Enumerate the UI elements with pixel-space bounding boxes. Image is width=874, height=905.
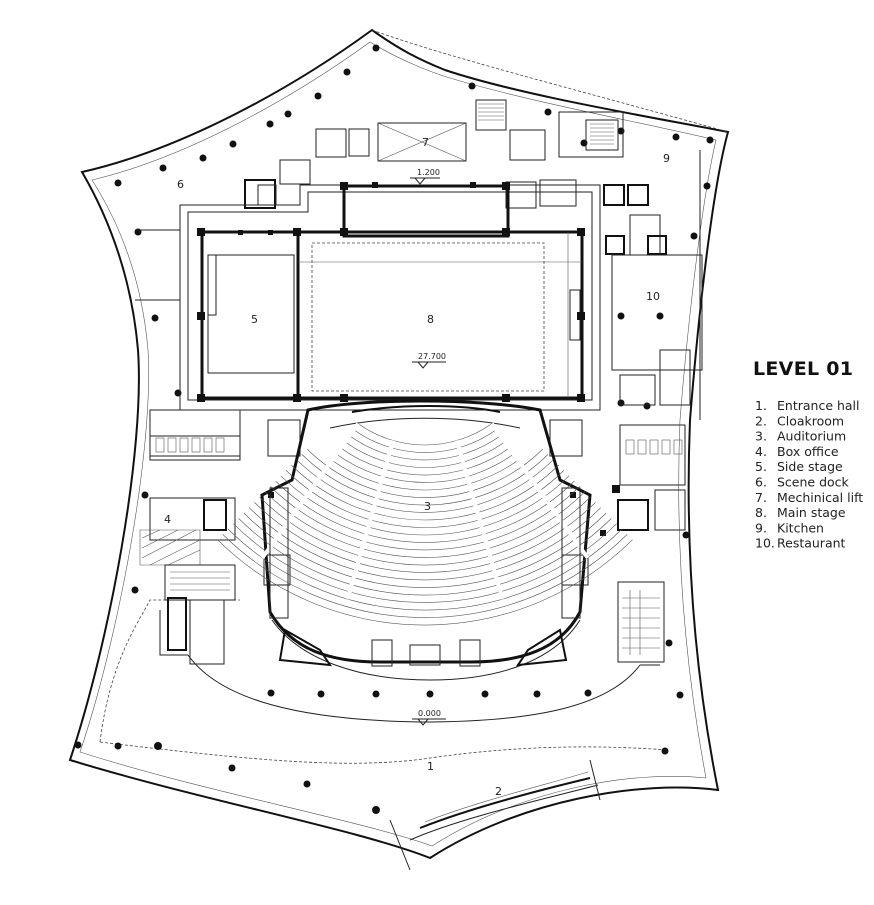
legend-item-label: Auditorium [777, 429, 846, 444]
seat-row [227, 528, 623, 611]
room-label-5: 5 [251, 313, 258, 326]
seat-row [353, 429, 497, 453]
legend-item-label: Scene dock [777, 475, 850, 490]
elevation-hall: 0.000 [418, 709, 441, 718]
seat-row [222, 534, 628, 618]
side-stage [200, 230, 300, 400]
seat-row [344, 441, 506, 468]
seating-rows [217, 422, 633, 626]
seat-row [301, 454, 549, 506]
room-label-6: 6 [177, 178, 184, 191]
legend-number: 5. [755, 459, 767, 474]
seat-row [275, 480, 575, 543]
legend-item-label: Kitchen [777, 520, 824, 535]
legend-item-label: Side stage [777, 459, 843, 474]
room-label-2: 2 [495, 785, 502, 798]
elevation-rear: 1.200 [417, 168, 440, 177]
aisle [454, 439, 505, 600]
aisle [345, 439, 396, 600]
seat-row [238, 518, 612, 596]
legend-number: 3. [755, 429, 767, 444]
seat-row [264, 491, 586, 558]
room-label-1: 1 [427, 760, 434, 773]
seat-row [349, 435, 501, 461]
legend-number: 2. [755, 413, 767, 428]
legend-item-label: Mechinical lift [777, 490, 863, 505]
seat-row [291, 464, 559, 521]
seat-row [217, 539, 633, 626]
legend-number: 1. [755, 398, 767, 413]
legend-item-label: Box office [777, 444, 839, 459]
structural-columns [197, 182, 620, 536]
aisle [490, 422, 590, 560]
main-stage [296, 184, 584, 400]
seat-row [254, 502, 596, 573]
seat-row [296, 459, 554, 513]
stage-corridors [135, 184, 601, 411]
legend-item-label: Cloakroom [777, 413, 844, 428]
building-envelope [68, 28, 730, 860]
legend: LEVEL 01 1. Entrance hall 2. Cloakroom 3. Aud… [753, 358, 863, 551]
legend-title: LEVEL 01 [753, 358, 853, 380]
seat-row [270, 486, 580, 551]
room-label-3: 3 [424, 500, 431, 513]
seat-row [280, 475, 570, 536]
elevation-stage: 27.700 [418, 352, 446, 361]
legend-item-label: Restaurant [777, 536, 846, 551]
seat-row [233, 523, 617, 603]
legend-number: 4. [755, 444, 767, 459]
left-service-zone [139, 409, 301, 665]
seat-row [336, 453, 514, 483]
legend-number: 10. [755, 536, 775, 551]
right-service-zone [549, 419, 686, 663]
foyer-columns [267, 689, 592, 698]
seat-row [248, 507, 602, 581]
legend-item-label: Entrance hall [777, 398, 860, 413]
legend-number: 7. [755, 490, 767, 505]
seat-row [340, 447, 510, 476]
elevation-markers [410, 177, 446, 726]
legend-number: 8. [755, 505, 767, 520]
auditorium [217, 399, 633, 681]
legend-number: 9. [755, 520, 767, 535]
room-label-10: 10 [646, 290, 660, 303]
cloakroom [389, 759, 601, 871]
room-label-9: 9 [663, 152, 670, 165]
seat-row [331, 459, 519, 491]
room-label-7: 7 [422, 136, 429, 149]
room-label-8: 8 [427, 313, 434, 326]
entrance-hall [159, 610, 660, 723]
room-label-4: 4 [164, 513, 171, 526]
legend-list: 1. Entrance hall 2. Cloakroom 3. Auditorium 4.… [755, 398, 863, 551]
legend-item-label: Main stage [777, 505, 846, 520]
legend-number: 6. [755, 475, 767, 490]
seat-row [358, 423, 492, 446]
rear-block [244, 99, 703, 420]
aisle [260, 422, 360, 560]
seat-row [306, 448, 544, 498]
seat-row [285, 470, 565, 528]
seat-row [259, 496, 591, 566]
facade-columns [74, 44, 714, 814]
seat-row [243, 512, 607, 588]
